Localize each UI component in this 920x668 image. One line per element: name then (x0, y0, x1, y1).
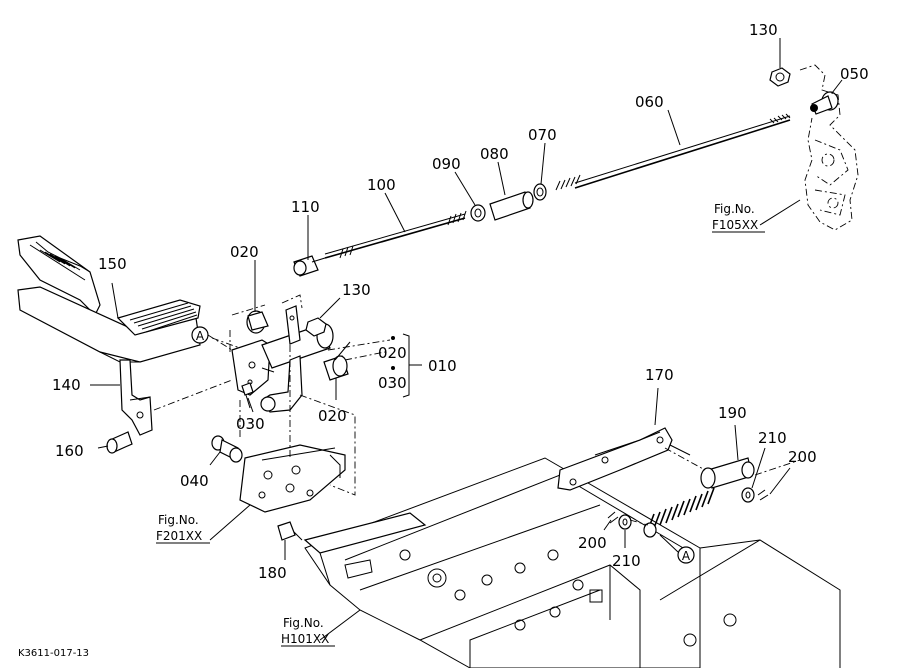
bolt-180 (277, 521, 303, 541)
rod-100 (324, 210, 467, 259)
bracket-010 (391, 333, 422, 398)
fig-f105-label: Fig.No. (714, 202, 755, 216)
part-label-140: 140 (52, 376, 81, 394)
grease-030 (241, 382, 254, 409)
ref-mark-a2-text: A (682, 549, 691, 563)
shaft-010 (231, 305, 334, 413)
rod-060 (555, 113, 791, 191)
part-label-070: 070 (528, 126, 557, 144)
bracket-f105 (799, 64, 859, 231)
part-label-210-b: 210 (612, 552, 641, 570)
clevis-110 (293, 255, 326, 277)
turnbuckle-080 (489, 191, 534, 221)
ref-mark-a2: A (677, 546, 695, 564)
nut-070 (533, 183, 547, 201)
part-label-110: 110 (291, 198, 320, 216)
connection-lines (153, 294, 801, 526)
lever-140 (119, 359, 153, 436)
part-label-060: 060 (635, 93, 664, 111)
part-label-160: 160 (55, 442, 84, 460)
part-label-030-a: 030 (236, 415, 265, 433)
frame-assembly (303, 457, 841, 668)
part-label-180: 180 (258, 564, 287, 582)
part-label-080: 080 (480, 145, 509, 163)
drawing-code: K3611-017-13 (18, 648, 89, 659)
washer-210-right (741, 487, 755, 503)
part-label-200-b: 200 (578, 534, 607, 552)
part-label-020-c: 020 (318, 407, 347, 425)
fig-h101-code: H101XX (281, 632, 329, 646)
nut-090 (470, 204, 486, 222)
pedal-150 (17, 235, 201, 363)
part-label-170: 170 (645, 366, 674, 384)
part-label-020-a: 020 (230, 243, 259, 261)
pedal-bracket (239, 444, 346, 513)
pin-200-left (607, 511, 619, 524)
pin-200-right (757, 489, 769, 501)
bolt-040 (211, 435, 243, 463)
part-label-040: 040 (180, 472, 209, 490)
leader-lines (90, 38, 843, 641)
ref-mark-a1: A (191, 326, 209, 344)
bolt-160 (106, 431, 133, 454)
part-label-150: 150 (98, 255, 127, 273)
part-label-200-a: 200 (788, 448, 817, 466)
fig-h101-label: Fig.No. (283, 616, 324, 630)
part-label-190: 190 (718, 404, 747, 422)
nut-130-top (769, 67, 791, 87)
ref-mark-a1-text: A (196, 329, 205, 343)
spring-190 (643, 457, 755, 538)
bushing-020-left (246, 310, 269, 334)
fitting-050 (810, 91, 839, 115)
arm-170 (557, 427, 691, 491)
nut-130-mid (305, 317, 327, 337)
part-label-010: 010 (428, 357, 457, 375)
part-label-130-top: 130 (749, 21, 778, 39)
bushing-020-right (323, 355, 349, 381)
part-label-100: 100 (367, 176, 396, 194)
part-label-030-b: 030 (378, 374, 407, 392)
part-label-020-b: 020 (378, 344, 407, 362)
part-label-090: 090 (432, 155, 461, 173)
fig-f105-code: F105XX (712, 218, 758, 232)
part-label-050: 050 (840, 65, 869, 83)
part-label-210-a: 210 (758, 429, 787, 447)
fig-f201-label: Fig.No. (158, 513, 199, 527)
washer-210-left (618, 514, 632, 530)
fig-f201-code: F201XX (156, 529, 202, 543)
part-label-130-mid: 130 (342, 281, 371, 299)
